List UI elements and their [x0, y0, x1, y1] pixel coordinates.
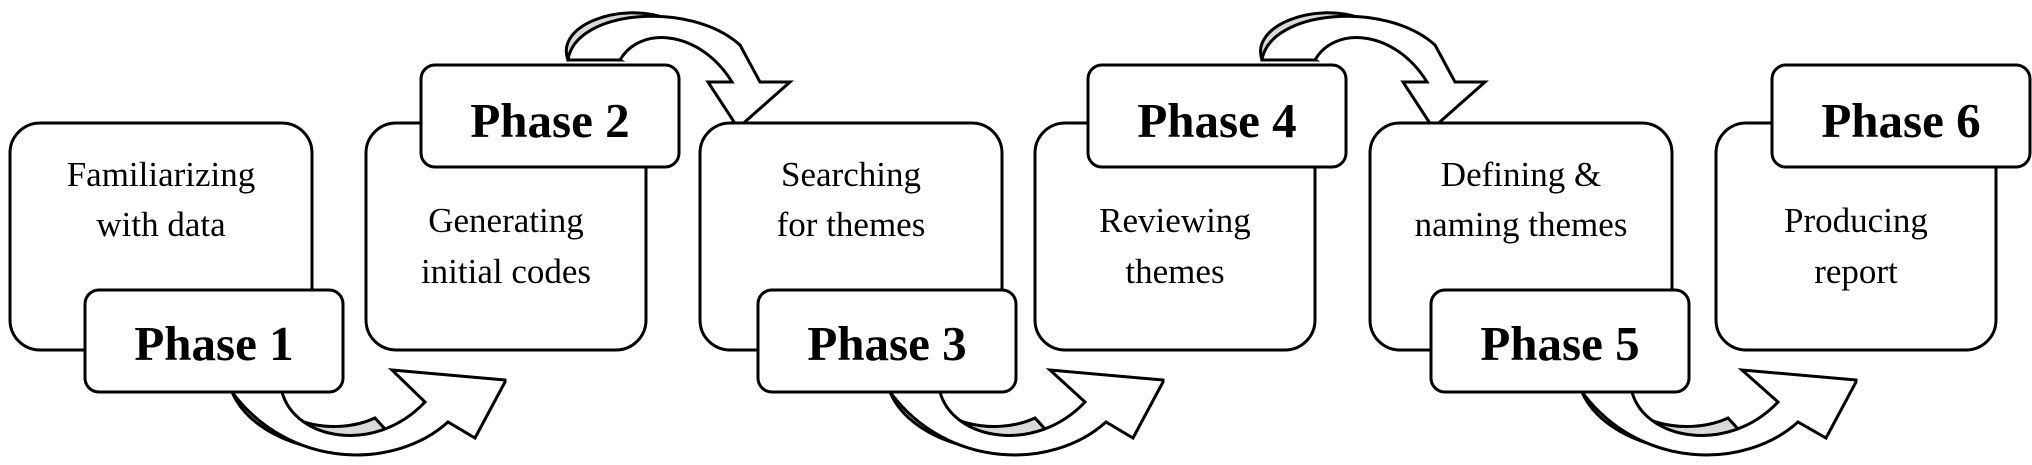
phase-4-label-box [1086, 63, 1348, 169]
phase-3-desc-line-2: for themes [777, 205, 926, 244]
phase-6: Producing report Phase 6 [1714, 63, 2032, 352]
phase-1-desc-line-1: Familiarizing [67, 155, 256, 194]
phase-1-desc-line-2: with data [96, 205, 226, 244]
phase-1-label: Phase 1 [134, 316, 293, 371]
phase-2-desc-line-2: initial codes [421, 252, 591, 291]
phase-1: Familiarizing with data Phase 1 [8, 121, 345, 394]
connector-arrow-2-3 [564, 11, 794, 131]
phase-6-label: Phase 6 [1821, 93, 1980, 148]
phase-6-desc-line-2: report [1814, 252, 1898, 291]
phase-3-label-box [756, 288, 1018, 394]
phase-4: Reviewing themes Phase 4 [1033, 63, 1348, 352]
connector-arrow-5-6 [1579, 368, 1858, 457]
phase-2-label-box [419, 63, 681, 169]
phase-5-desc-line-1: Defining & [1441, 155, 1601, 194]
phase-5-label: Phase 5 [1480, 316, 1639, 371]
connector-arrow-1-2 [229, 368, 507, 457]
phase-2-desc-line-1: Generating [428, 201, 583, 240]
phase-5-label-box [1429, 288, 1691, 394]
connector-arrow-3-4 [887, 368, 1165, 457]
phase-6-desc-line-1: Producing [1784, 201, 1928, 240]
phase-2: Generating initial codes Phase 2 [364, 63, 681, 352]
phase-4-label: Phase 4 [1137, 93, 1296, 148]
connector-arrow-4-5 [1259, 11, 1489, 131]
phase-3-label: Phase 3 [807, 316, 966, 371]
phase-4-desc-line-2: themes [1125, 252, 1224, 291]
phase-2-label: Phase 2 [470, 93, 629, 148]
phase-3: Searching for themes Phase 3 [698, 121, 1018, 394]
phase-5-desc-line-2: naming themes [1415, 205, 1628, 244]
phase-4-desc-line-1: Reviewing [1099, 201, 1251, 240]
phase-1-label-box [83, 288, 345, 394]
phase-5: Defining & naming themes Phase 5 [1368, 121, 1691, 394]
phase-3-desc-line-1: Searching [781, 155, 921, 194]
phase-6-label-box [1770, 63, 2032, 169]
